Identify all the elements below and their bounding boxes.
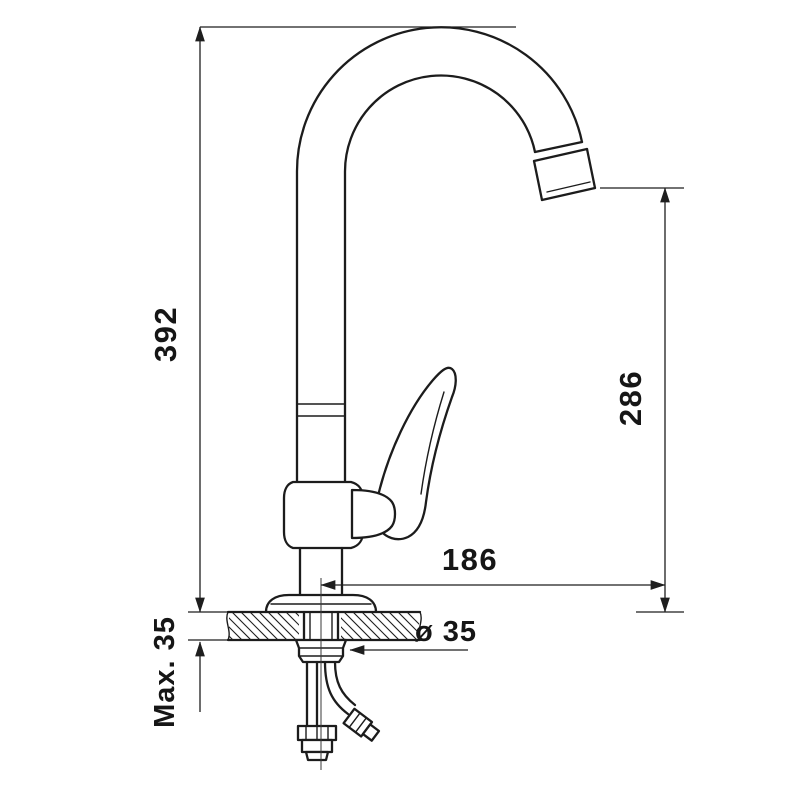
countertop-section <box>226 610 422 642</box>
spout-inner-edge <box>343 74 537 484</box>
aerator-nozzle <box>532 140 597 202</box>
break-line-left <box>226 611 230 641</box>
break-line-right <box>418 611 422 641</box>
dim-label-spout-reach: 186 <box>442 542 498 577</box>
dimension-overall-height: 392 <box>148 26 516 613</box>
dimension-spout-reach: 186 <box>320 542 666 590</box>
hose-connector-bottom <box>296 724 338 762</box>
supply-hoses <box>296 578 381 770</box>
handle-socket <box>350 488 397 540</box>
handle-lever <box>374 366 457 541</box>
dimension-spout-height: 286 <box>600 187 684 613</box>
faucet-outline <box>264 26 597 614</box>
dim-label-hole-diameter: ø 35 <box>415 616 477 648</box>
hose-connector-angled <box>342 707 381 742</box>
dimension-hole-diameter: ø 35 <box>349 616 477 655</box>
handle-detail-line <box>420 391 445 495</box>
hatching-left <box>229 613 299 639</box>
dim-label-spout-height: 286 <box>613 370 648 426</box>
dim-label-deck-thickness: Max. 35 <box>149 616 181 728</box>
dimension-deck-thickness: Max. 35 <box>149 616 228 728</box>
hatching-right <box>341 613 419 639</box>
spout-outer-edge <box>295 26 584 484</box>
dim-label-overall-height: 392 <box>148 306 183 362</box>
